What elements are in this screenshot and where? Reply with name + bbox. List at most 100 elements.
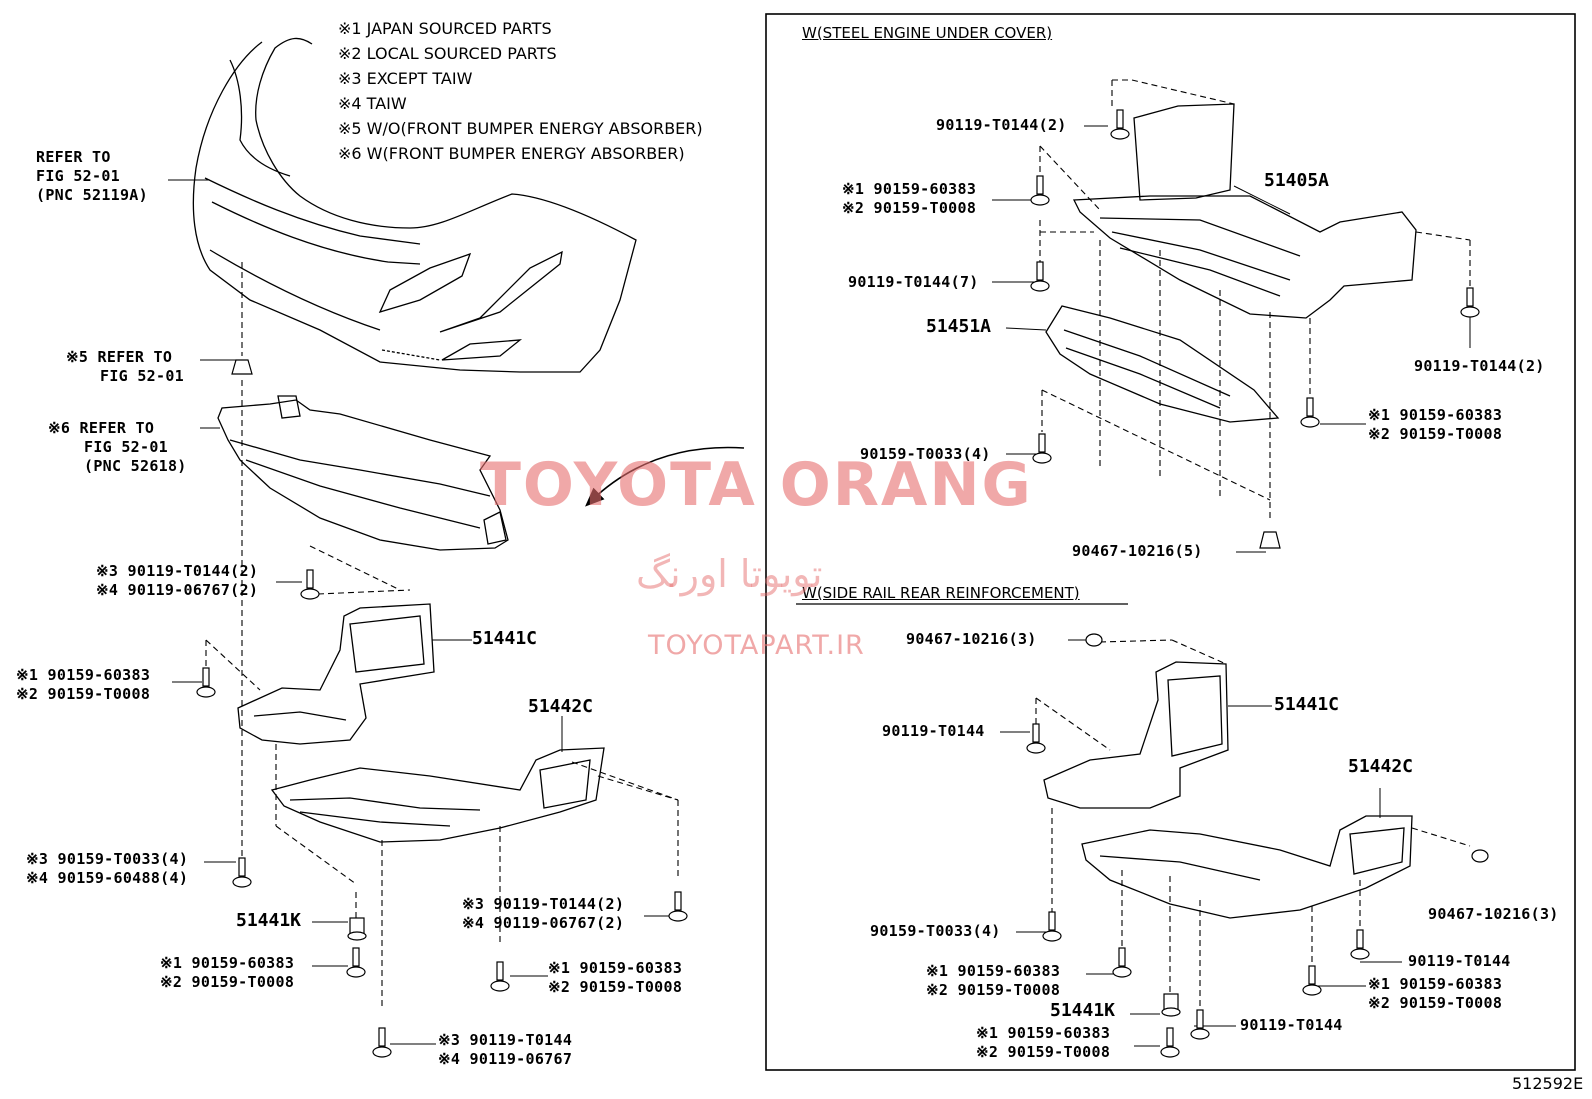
part-51442C-right [1081,815,1413,919]
part-callout: ※3 90159-T0033(4) [26,850,189,868]
part-callout: ※1 90159-60383 [548,959,683,977]
part-callout: ※3 90119-T0144(2) [96,562,259,580]
part-callout: ※3 90119-T0144(2) [462,895,625,913]
bolt-icon [1302,965,1322,996]
transition-arrow [585,446,745,507]
part-callout: ※4 90119-06767(2) [462,914,625,932]
part-callout: 90119-T0144(7) [848,273,979,291]
refer-6-line3: (PNC 52618) [84,457,187,475]
part-51442C-left [270,747,605,843]
bolt-icon [1026,723,1046,754]
refer-bumper-line2: FIG 52-01 [36,167,120,185]
part-callout: 90467-10216(3) [1428,905,1559,923]
bolt-icon [1030,175,1050,206]
bolt-icon [1112,947,1132,978]
diagram-code: 512592E [1512,1074,1584,1093]
refer-6-line1: ※6 REFER TO [48,419,155,437]
section-title-side-rail: W(SIDE RAIL REAR REINFORCEMENT) [802,584,1080,602]
note-2: ※2 LOCAL SOURCED PARTS [338,44,557,63]
bolt-icon [346,947,366,978]
nut-icon [347,917,367,941]
watermark-site: TOYOTAPART.IR [648,630,865,661]
part-callout: ※4 90159-60488(4) [26,869,189,887]
refer-5-line1: ※5 REFER TO [66,348,173,366]
bolt-icon [196,667,216,698]
watermark-title: TOYOTA ORANG [480,450,1033,520]
part-callout: 90467-10216(3) [906,630,1037,648]
pnc-51441K-right: 51441K [1050,1000,1116,1021]
pnc-51405A: 51405A [1264,170,1330,191]
bolt-icon [1160,1027,1180,1058]
watermark-persian: تویوتا اورنگ [636,552,823,596]
refer-5-line2: FIG 52-01 [100,367,184,385]
clip-icon [1085,633,1103,647]
part-callout: ※4 90119-06767(2) [96,581,259,599]
pnc-51442C-right: 51442C [1348,756,1414,777]
refer-6-line2: FIG 52-01 [84,438,168,456]
bolt-icon [1032,433,1052,464]
part-callout: ※2 90159-T0008 [548,978,683,996]
part-callout: 90119-T0144 [1240,1016,1343,1034]
part-callout: ※2 90159-T0008 [160,973,295,991]
bolt-icon [1460,287,1480,318]
note-3: ※3 EXCEPT TAIW [338,69,473,88]
clip-icon [1259,531,1281,549]
right-panel-border [765,13,1576,1071]
note-4: ※4 TAIW [338,94,407,113]
part-51405A [1072,103,1417,319]
bolt-icon [1300,397,1320,428]
part-callout: ※2 90159-T0008 [842,199,977,217]
part-callout: 90159-T0033(4) [860,445,991,463]
part-callout: ※2 90159-T0008 [976,1043,1111,1061]
part-callout: ※2 90159-T0008 [1368,994,1503,1012]
bolt-icon [668,891,688,922]
part-callout: ※1 90159-60383 [976,1024,1111,1042]
part-callout: ※1 90159-60383 [1368,406,1503,424]
bolt-icon [490,961,510,992]
note-5: ※5 W/O(FRONT BUMPER ENERGY ABSORBER) [338,119,703,138]
part-callout: 90119-T0144 [1408,952,1511,970]
bolt-icon [232,857,252,888]
part-callout: 90119-T0144(2) [936,116,1067,134]
clip-icon [231,359,253,375]
part-callout: 90119-T0144(2) [1414,357,1545,375]
pnc-51441C-left: 51441C [472,628,538,649]
part-callout: ※2 90159-T0008 [926,981,1061,999]
part-51451A [1045,305,1280,423]
pnc-51441K-left: 51441K [236,910,302,931]
section-title-steel-cover: W(STEEL ENGINE UNDER COVER) [802,24,1053,42]
part-callout: 90119-T0144 [882,722,985,740]
front-bumper-cover [192,37,637,373]
part-callout: ※2 90159-T0008 [16,685,151,703]
refer-bumper-line1: REFER TO [36,148,111,166]
bolt-icon [300,569,320,600]
bolt-icon [1030,261,1050,292]
bolt-icon [1110,109,1130,140]
part-callout: ※1 90159-60383 [842,180,977,198]
part-callout: ※4 90119-06767 [438,1050,573,1068]
pnc-51441C-right: 51441C [1274,694,1340,715]
bolt-icon [372,1027,392,1058]
pnc-51442C-left: 51442C [528,696,594,717]
part-callout: ※1 90159-60383 [16,666,151,684]
part-51441C-right [1043,661,1229,809]
pnc-51451A: 51451A [926,316,992,337]
part-callout: ※1 90159-60383 [1368,975,1503,993]
part-callout: ※3 90119-T0144 [438,1031,573,1049]
bolt-icon [1190,1009,1210,1040]
bumper-absorber-part [217,395,509,551]
note-6: ※6 W(FRONT BUMPER ENERGY ABSORBER) [338,144,685,163]
bolt-icon [1042,911,1062,942]
part-51441C-left [237,603,435,745]
part-callout: 90159-T0033(4) [870,922,1001,940]
part-callout: ※2 90159-T0008 [1368,425,1503,443]
refer-bumper-line3: (PNC 52119A) [36,186,148,204]
nut-icon [1161,993,1181,1017]
part-callout: ※1 90159-60383 [926,962,1061,980]
part-callout: 90467-10216(5) [1072,542,1203,560]
bolt-icon [1350,929,1370,960]
clip-icon [1471,849,1489,863]
note-1: ※1 JAPAN SOURCED PARTS [338,19,552,38]
part-callout: ※1 90159-60383 [160,954,295,972]
